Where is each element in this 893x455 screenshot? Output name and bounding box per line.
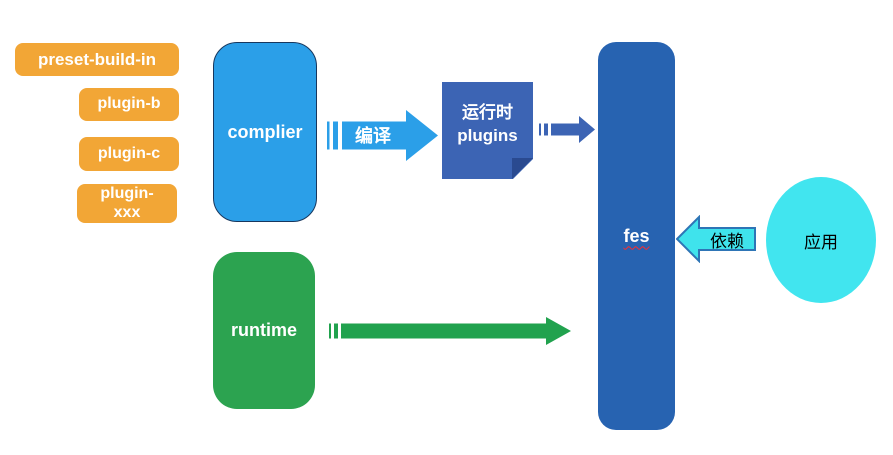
- compile-arrow-icon: [327, 110, 438, 161]
- runtime-to-fes-arrow-icon: [329, 317, 571, 345]
- chip-plugin-c: plugin-c: [79, 137, 179, 171]
- depends-arrow-label: 依赖: [710, 231, 744, 251]
- chip-plugin-c-label: plugin-c: [97, 144, 161, 162]
- app-label: 应用: [804, 232, 838, 252]
- runtime-plugins-note: 运行时 plugins: [442, 82, 533, 179]
- chip-plugin-b-label: plugin-b: [97, 95, 161, 113]
- complier-label: complier: [227, 121, 303, 142]
- depends-arrow-icon: [676, 215, 756, 263]
- runtime-label: runtime: [230, 320, 297, 340]
- fes-box: fes: [598, 42, 675, 430]
- chip-preset-build-in: preset-build-in: [15, 43, 179, 76]
- note-fold-corner-icon: [512, 158, 533, 179]
- compile-arrow-label: 编译: [355, 126, 391, 146]
- chip-plugin-xxx: plugin- xxx: [77, 184, 177, 223]
- chip-plugin-xxx-label: plugin- xxx: [100, 185, 154, 221]
- complier-box: complier: [213, 42, 317, 222]
- chip-plugin-b: plugin-b: [79, 88, 179, 121]
- runtime-box: runtime: [213, 252, 315, 409]
- app-ellipse: 应用: [766, 177, 876, 303]
- runtime-plugins-label: 运行时 plugins: [457, 103, 518, 145]
- fes-label: fes: [623, 225, 650, 246]
- plugins-to-fes-arrow-icon: [539, 116, 595, 143]
- chip-preset-build-in-label: preset-build-in: [37, 49, 157, 69]
